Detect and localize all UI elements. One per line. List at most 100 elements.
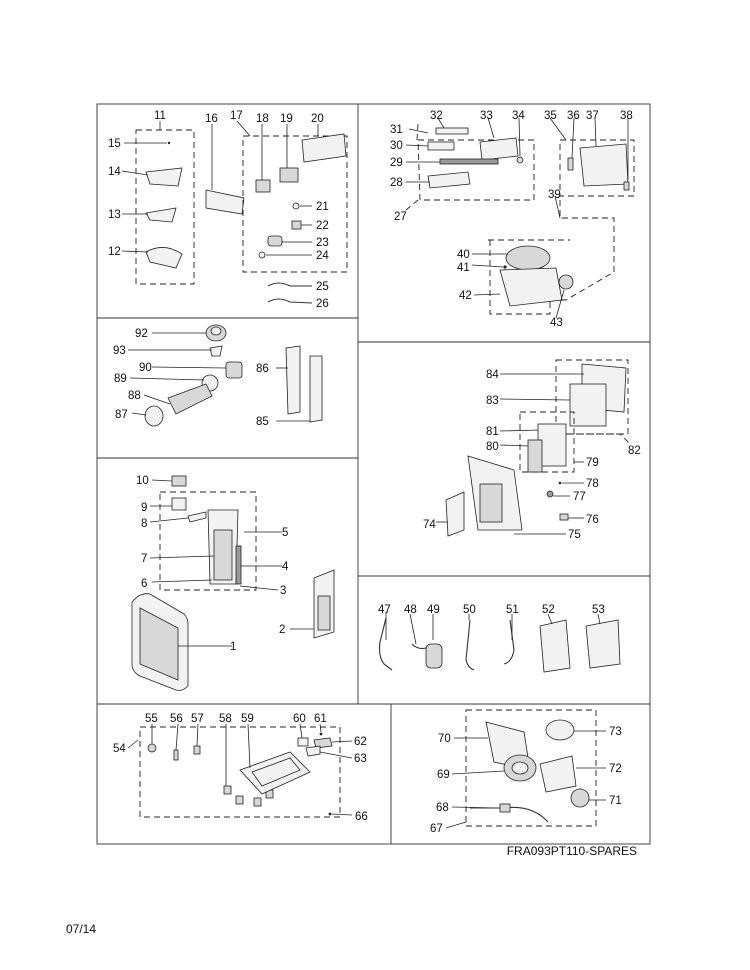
callout-number: 30 xyxy=(390,140,403,152)
callout-number: 35 xyxy=(544,110,557,122)
callout-number: 6 xyxy=(141,578,147,590)
callout-number: 63 xyxy=(354,753,367,765)
callout-number: 88 xyxy=(128,390,141,402)
date-code: 07/14 xyxy=(66,922,97,936)
callout-number: 29 xyxy=(390,157,403,169)
panel-front-housing xyxy=(131,475,335,691)
callout-number: 60 xyxy=(293,713,306,725)
callout-number: 78 xyxy=(586,478,599,490)
panel-frames xyxy=(96,103,651,845)
callout-number: 25 xyxy=(316,281,329,293)
callout-number: 85 xyxy=(256,416,269,428)
callout-number: 69 xyxy=(437,769,450,781)
callout-number: 22 xyxy=(316,220,329,232)
callout-number: 83 xyxy=(486,395,499,407)
panel-top-left xyxy=(121,120,348,304)
callout-number: 31 xyxy=(390,124,403,136)
callout-number: 14 xyxy=(108,166,121,178)
callout-number: 82 xyxy=(628,445,641,457)
callout-number: 3 xyxy=(280,585,286,597)
callout-number: 54 xyxy=(113,743,126,755)
callout-number: 56 xyxy=(170,713,183,725)
callout-number: 33 xyxy=(480,110,493,122)
callout-number: 27 xyxy=(394,211,407,223)
callout-number: 52 xyxy=(542,604,555,616)
callout-number: 16 xyxy=(205,113,218,125)
callout-number: 57 xyxy=(191,713,204,725)
callout-number: 53 xyxy=(592,604,605,616)
callout-number: 4 xyxy=(282,561,289,573)
callout-number: 15 xyxy=(108,138,121,150)
callout-number: 26 xyxy=(316,298,329,310)
callout-number: 72 xyxy=(609,763,622,775)
callout-number: 48 xyxy=(404,604,417,616)
callout-number: 77 xyxy=(573,491,586,503)
callout-number: 19 xyxy=(280,113,293,125)
callout-number: 79 xyxy=(586,457,599,469)
callout-number: 18 xyxy=(256,113,269,125)
callout-number: 23 xyxy=(316,237,329,249)
callout-number: 36 xyxy=(567,110,580,122)
callout-number: 28 xyxy=(390,177,403,189)
callout-number: 67 xyxy=(430,823,443,835)
callout-number: 55 xyxy=(145,713,158,725)
callout-number: 40 xyxy=(457,249,470,261)
panel-base-tray xyxy=(127,723,353,818)
callout-number: 84 xyxy=(486,369,499,381)
callout-number: 11 xyxy=(154,110,166,122)
callout-number: 17 xyxy=(230,110,243,122)
callout-number: 10 xyxy=(136,475,149,487)
callout-number: 39 xyxy=(548,189,561,201)
callout-number: 74 xyxy=(423,519,436,531)
callout-number: 49 xyxy=(427,604,440,616)
callout-number: 71 xyxy=(609,795,622,807)
panel-rear-housing xyxy=(436,359,631,537)
callout-number: 8 xyxy=(141,518,147,530)
callout-number: 92 xyxy=(135,328,148,340)
callout-number: 32 xyxy=(430,110,443,122)
callout-number: 59 xyxy=(241,713,254,725)
callout-number: 42 xyxy=(459,290,472,302)
callout-numbers: 1 2 3 4 5 6 7 8 9 10 11 12 13 14 15 16 1… xyxy=(108,110,641,835)
callout-number: 87 xyxy=(115,409,128,421)
callout-number: 89 xyxy=(114,373,127,385)
callout-number: 13 xyxy=(108,209,121,221)
callout-number: 73 xyxy=(609,726,622,738)
callout-number: 2 xyxy=(279,624,285,636)
callout-number: 9 xyxy=(141,502,147,514)
panel-refrigeration xyxy=(378,612,621,673)
callout-number: 75 xyxy=(568,529,581,541)
callout-number: 1 xyxy=(230,641,236,653)
callout-number: 38 xyxy=(620,110,633,122)
callout-number: 20 xyxy=(311,113,324,125)
callout-number: 47 xyxy=(378,604,391,616)
callout-number: 62 xyxy=(354,736,367,748)
panel-hose-kit xyxy=(128,324,323,427)
callout-number: 81 xyxy=(486,426,499,438)
callout-number: 50 xyxy=(463,604,476,616)
callout-number: 66 xyxy=(355,811,368,823)
callout-number: 68 xyxy=(436,802,449,814)
callout-number: 34 xyxy=(512,110,525,122)
callout-number: 43 xyxy=(550,317,563,329)
callout-number: 93 xyxy=(113,345,126,357)
callout-number: 7 xyxy=(141,553,147,565)
callout-number: 12 xyxy=(108,246,121,258)
callout-number: 24 xyxy=(316,250,329,262)
callout-number: 70 xyxy=(438,733,451,745)
callout-number: 41 xyxy=(457,262,470,274)
callout-number: 90 xyxy=(139,362,152,374)
panel-blower xyxy=(445,709,606,829)
callout-number: 86 xyxy=(256,363,269,375)
callout-number: 61 xyxy=(314,713,327,725)
callout-number: 58 xyxy=(219,713,232,725)
callout-number: 51 xyxy=(506,604,519,616)
drawing-code: FRA093PT110-SPARES xyxy=(507,844,637,858)
callout-number: 80 xyxy=(486,441,499,453)
callout-number: 5 xyxy=(282,527,288,539)
callout-number: 21 xyxy=(316,201,329,213)
callout-number: 37 xyxy=(586,110,599,122)
panel-evaporator-top xyxy=(405,117,635,319)
callout-number: 76 xyxy=(586,514,599,526)
